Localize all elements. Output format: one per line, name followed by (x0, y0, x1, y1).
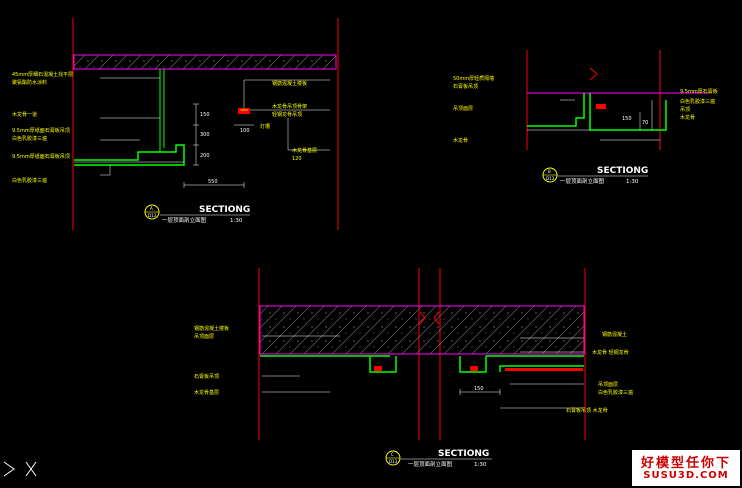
note-label: 轻钢龙骨吊顶 (272, 111, 302, 118)
note-label: 白色乳胶漆三遍 (12, 177, 47, 184)
note-label: 木龙骨一道 (12, 111, 37, 118)
dimension-label: 150 (622, 116, 632, 122)
watermark-logo: 好模型任你下 SUSU3D.COM (632, 450, 740, 486)
note-label: 木龙骨基层 (194, 389, 219, 396)
note-label: 石膏板吊顶 (453, 83, 478, 90)
dimension-label: 100 (240, 128, 250, 134)
dimension-label: 200 (200, 153, 210, 159)
note-label: 灯槽 (260, 123, 270, 130)
section-subtitle: 一层顶面剖立面图 (408, 460, 453, 468)
ucs-icon (3, 461, 37, 477)
note-label: 白色乳胶漆三遍 (598, 389, 633, 396)
dimension-label: 550 (208, 179, 218, 185)
section-detail-1: 45mm厚细石混凝土找平层 聚氨酯防水涂料 木龙骨一道 9.5mm厚纸面石膏板吊… (12, 18, 339, 230)
note-label: 吊顶面层 (194, 334, 214, 340)
ceiling-profile (74, 144, 185, 166)
note-label: 9.5mm厚纸面石膏板吊顶 (12, 153, 70, 160)
section-scale: 1:30 (474, 462, 487, 468)
section-detail-3: 钢筋混凝土楼板 吊顶面层 石膏板吊顶 木龙骨基层 钢筋混凝土 木龙骨 轻钢龙骨 … (194, 268, 633, 468)
light-fixture (374, 366, 382, 371)
dimension-label: 300 (200, 132, 210, 138)
note-label: 9.5mm厚纸面石膏板吊顶 (12, 127, 70, 134)
concrete-slab (259, 305, 585, 355)
light-fixture (470, 366, 478, 371)
note-label: 钢筋混凝土楼板 (194, 325, 229, 332)
section-subtitle: 一层顶面剖立面图 (560, 177, 605, 185)
section-scale: 1:30 (230, 218, 243, 224)
svg-text:D13: D13 (389, 459, 398, 464)
note-label: 石膏板吊顶 (194, 373, 219, 380)
note-label: 白色乳胶漆三遍 (680, 98, 715, 105)
dimension-label: 150 (474, 386, 484, 392)
section-title: SECTIONG (438, 449, 489, 459)
dimension-label: 150 (200, 112, 210, 118)
note-label: 木龙骨 (453, 137, 468, 144)
section-detail-2: 50mm厚轻质隔墙 石膏板吊顶 吊顶面层 木龙骨 9.5mm厚石膏板 白色乳胶漆… (453, 50, 718, 185)
light-fixture (238, 108, 250, 114)
note-label: 9.5mm厚石膏板 (680, 88, 718, 95)
note-label: 木龙骨吊顶骨架 (272, 103, 307, 110)
note-label: 45mm厚细石混凝土找平层 (12, 71, 73, 78)
section-title: SECTIONG (199, 205, 250, 215)
note-label: 吊顶面层 (453, 106, 473, 112)
note-label: 木龙骨 轻钢龙骨 (592, 349, 629, 356)
svg-text:B: B (548, 169, 551, 174)
svg-text:D13: D13 (148, 213, 157, 218)
note-label: 木龙骨 (680, 114, 695, 121)
note-label: 120 (292, 156, 302, 162)
ceiling-profile (369, 356, 397, 373)
watermark-line-1: 好模型任你下 (640, 456, 731, 471)
light-fixture (596, 104, 606, 109)
note-label: 钢筋混凝土楼板 (272, 80, 307, 87)
note-label: 吊顶 (680, 107, 690, 113)
section-subtitle: 一层顶面剖立面图 (162, 216, 207, 224)
dimension-label: 70 (642, 120, 648, 126)
note-label: 50mm厚轻质隔墙 (453, 75, 494, 82)
watermark-line-2: SUSU3D.COM (643, 470, 729, 481)
note-label: 白色乳胶漆三遍 (12, 135, 47, 142)
note-label: 石膏板吊顶 木龙骨 (566, 407, 608, 414)
svg-text:D13: D13 (546, 176, 555, 181)
note-label: 木龙骨基层 (292, 147, 317, 154)
section-title: SECTIONG (597, 166, 648, 176)
note-label: 聚氨酯防水涂料 (12, 79, 47, 86)
ceiling-profile (527, 93, 585, 127)
concrete-slab (73, 54, 337, 70)
note-label: 吊顶面层 (598, 382, 618, 388)
note-label: 钢筋混凝土 (602, 331, 627, 338)
section-scale: 1:30 (626, 179, 639, 185)
svg-text:C: C (391, 452, 394, 457)
svg-text:A: A (150, 206, 153, 211)
